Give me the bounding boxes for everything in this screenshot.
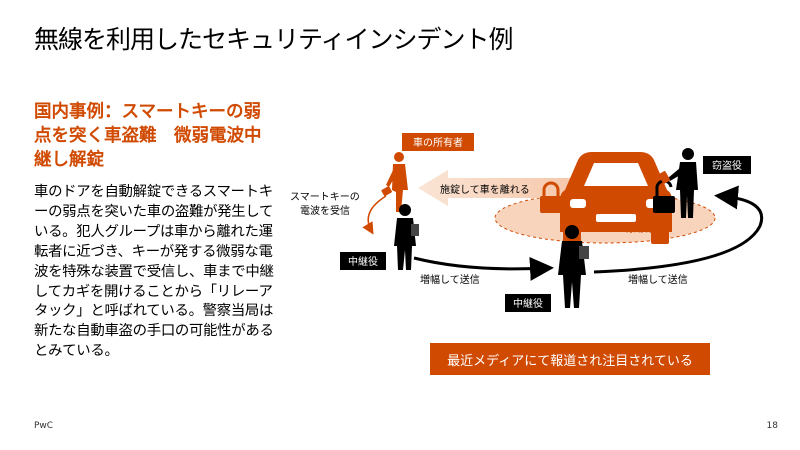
media-banner: 最近メディアにて報道され注目されている bbox=[430, 343, 710, 375]
relay1-label-box bbox=[340, 252, 386, 270]
amplify-arrow-2 bbox=[593, 185, 763, 274]
thief-label-box bbox=[703, 156, 751, 174]
relay1-figure-icon bbox=[394, 204, 419, 270]
case-heading: 国内事例：スマートキーの弱点を突く車盗難 微弱電波中継し解錠 bbox=[34, 102, 262, 170]
relay2-figure-icon bbox=[558, 225, 589, 308]
owner-label-box bbox=[402, 133, 474, 151]
lock-leave-label: 施錠して車を離れる bbox=[440, 183, 530, 196]
receive-label-line1: スマートキーの bbox=[290, 192, 360, 203]
amplify-arrow-1 bbox=[413, 256, 554, 281]
thief-label: 窃盗役 bbox=[712, 159, 742, 172]
page-number: 18 bbox=[766, 421, 778, 431]
relay2-label-box bbox=[505, 294, 551, 312]
owner-label: 車の所有者 bbox=[413, 136, 463, 149]
receive-arrow bbox=[362, 195, 387, 235]
footer-brand: PwC bbox=[34, 421, 54, 431]
car-icon bbox=[560, 152, 672, 244]
receive-label-line2: 電波を受信 bbox=[300, 204, 350, 217]
amplify-label-1: 増幅して送信 bbox=[420, 273, 480, 286]
amplify-label-2: 増幅して送信 bbox=[628, 273, 688, 286]
page-title: 無線を利用したセキュリティインシデント例 bbox=[34, 25, 514, 54]
relay1-label: 中継役 bbox=[348, 255, 378, 268]
relay2-label: 中継役 bbox=[513, 297, 543, 310]
owner-figure-icon bbox=[381, 152, 408, 212]
range-label: 有効範囲 bbox=[624, 222, 664, 235]
case-description: 車のドアを自動解錠できるスマートキーの弱点を突いた車の盗難が発生している。犯人グ… bbox=[34, 184, 274, 360]
lock-icon bbox=[540, 181, 562, 213]
key-icon bbox=[658, 171, 671, 184]
thief-figure-icon bbox=[668, 148, 698, 218]
